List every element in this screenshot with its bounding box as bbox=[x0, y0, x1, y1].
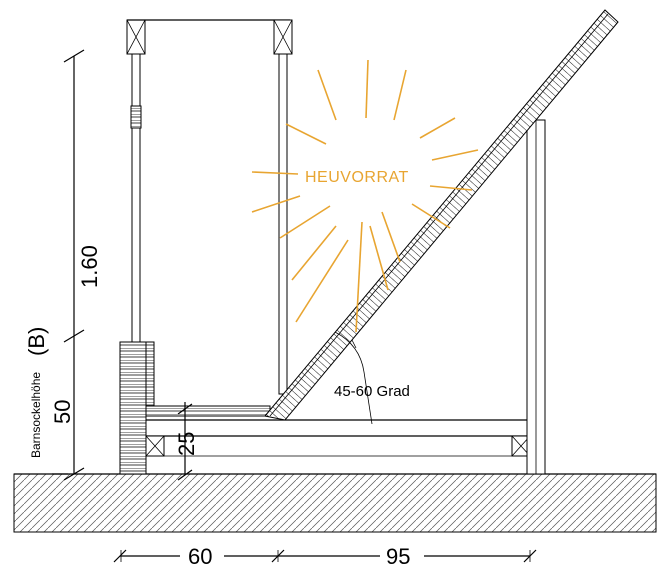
dim-height-base bbox=[63, 336, 85, 481]
left-post bbox=[126, 19, 146, 343]
dim-width bbox=[113, 549, 537, 563]
dim-height-base-label: 50 bbox=[50, 400, 75, 424]
ground bbox=[13, 473, 657, 533]
inclined-rack bbox=[264, 9, 619, 421]
trough-beams bbox=[145, 419, 531, 457]
dim-height-floor-label: 25 bbox=[174, 432, 199, 456]
sun-rays bbox=[251, 59, 479, 333]
angle-indicator bbox=[334, 331, 373, 425]
dim-height-total-label: 1.60 bbox=[77, 245, 102, 288]
hay-label: HEUVORRAT bbox=[305, 169, 409, 186]
dim-height-total bbox=[63, 49, 85, 343]
back-post bbox=[526, 119, 546, 475]
angle-label: 45-60 Grad bbox=[334, 383, 410, 400]
base-height-symbol: (B) bbox=[24, 327, 49, 356]
base-wall bbox=[119, 341, 271, 475]
inner-post bbox=[273, 19, 293, 395]
dim-width-left-label: 60 bbox=[188, 544, 212, 568]
dim-width-right-label: 95 bbox=[386, 544, 410, 568]
base-height-name: Barnsockelhöhe bbox=[29, 372, 43, 458]
dim-height-floor bbox=[177, 402, 193, 481]
